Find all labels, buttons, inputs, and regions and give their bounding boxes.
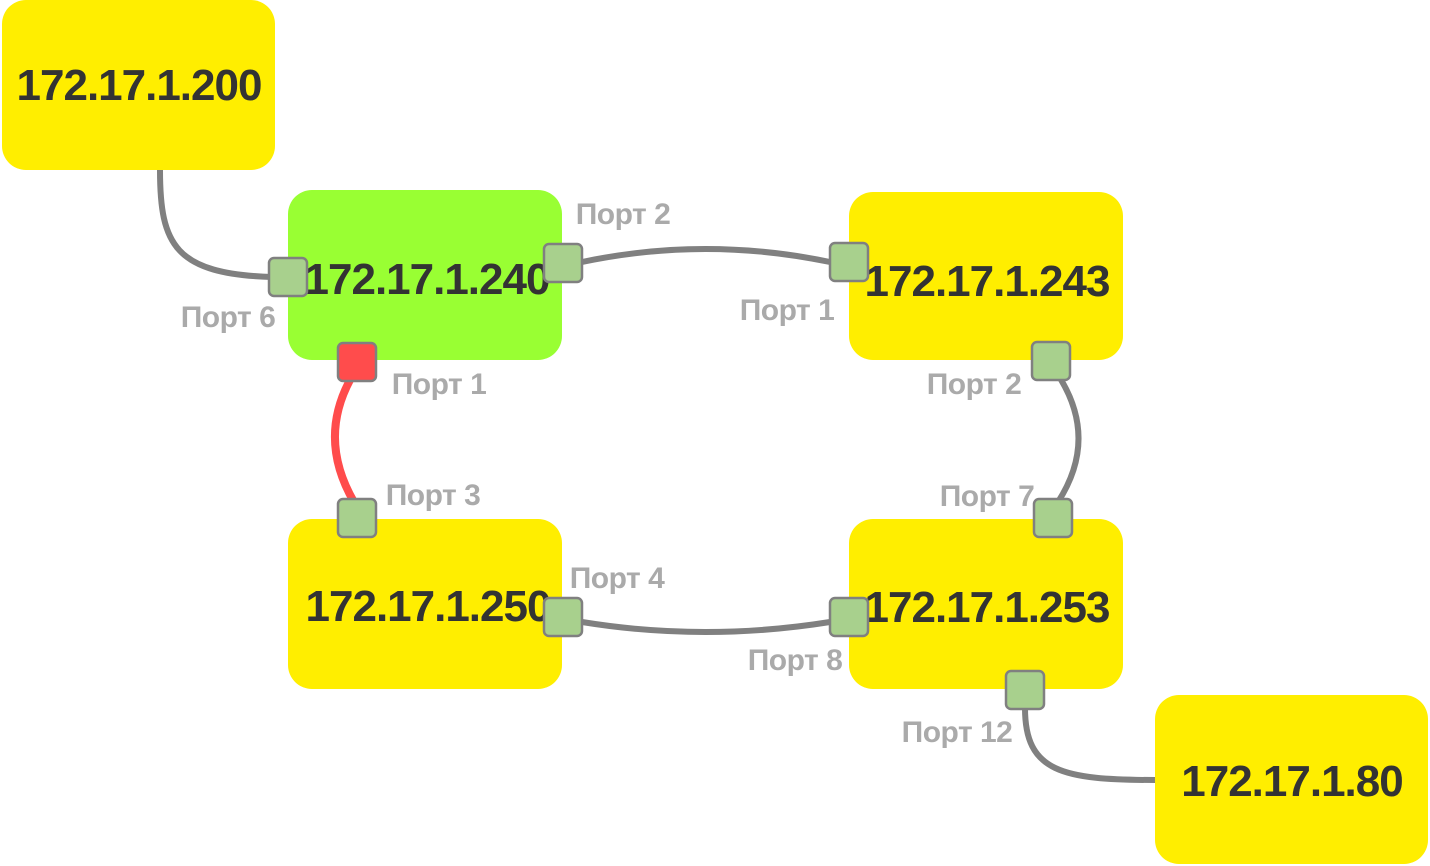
node-label: 172.17.1.253 xyxy=(865,583,1110,632)
port-label: Порт 3 xyxy=(386,479,481,512)
node-label: 172.17.1.250 xyxy=(306,582,551,631)
port-label: Порт 2 xyxy=(927,368,1022,401)
link-253-80[interactable] xyxy=(1022,707,1157,783)
port-253-12[interactable]: Порт 12 xyxy=(902,669,1046,749)
node-label: 172.17.1.240 xyxy=(305,255,550,304)
node-label: 172.17.1.80 xyxy=(1181,757,1402,806)
port-240-6[interactable]: Порт 6 xyxy=(181,256,309,334)
port-label: Порт 8 xyxy=(748,644,843,677)
link-243-253[interactable] xyxy=(1055,376,1082,504)
node-172-17-1-80[interactable]: 172.17.1.80 xyxy=(1155,695,1428,864)
node-172-17-1-253[interactable]: 172.17.1.253 xyxy=(849,519,1123,689)
node-172-17-1-200[interactable]: 172.17.1.200 xyxy=(2,0,275,170)
port-243-2[interactable]: Порт 2 xyxy=(927,340,1072,401)
port-label: Порт 2 xyxy=(576,198,671,231)
node-172-17-1-250[interactable]: 172.17.1.250 xyxy=(288,519,562,689)
port-240-2[interactable]: Порт 2 xyxy=(542,198,671,284)
port-label: Порт 1 xyxy=(740,294,835,327)
port-253-7[interactable]: Порт 7 xyxy=(940,480,1074,539)
link-200-240[interactable] xyxy=(157,169,273,280)
port-240-1-down[interactable]: Порт 1 xyxy=(336,341,487,401)
port-250-3[interactable]: Порт 3 xyxy=(336,479,481,539)
node-172-17-1-243[interactable]: 172.17.1.243 xyxy=(849,192,1123,360)
link-240-250-down[interactable] xyxy=(331,378,358,505)
port-label: Порт 12 xyxy=(902,716,1013,749)
link-240-243[interactable] xyxy=(581,246,831,265)
port-label: Порт 4 xyxy=(570,562,665,595)
node-label: 172.17.1.243 xyxy=(865,257,1110,306)
port-253-8[interactable]: Порт 8 xyxy=(748,596,870,677)
port-label: Порт 7 xyxy=(940,480,1035,513)
port-label: Порт 6 xyxy=(181,301,276,334)
node-172-17-1-240[interactable]: 172.17.1.240 xyxy=(288,190,562,360)
link-250-253[interactable] xyxy=(581,619,831,635)
port-label: Порт 1 xyxy=(392,368,487,401)
node-label: 172.17.1.200 xyxy=(17,61,262,110)
port-250-4[interactable]: Порт 4 xyxy=(542,562,666,638)
port-243-1[interactable]: Порт 1 xyxy=(740,241,870,327)
